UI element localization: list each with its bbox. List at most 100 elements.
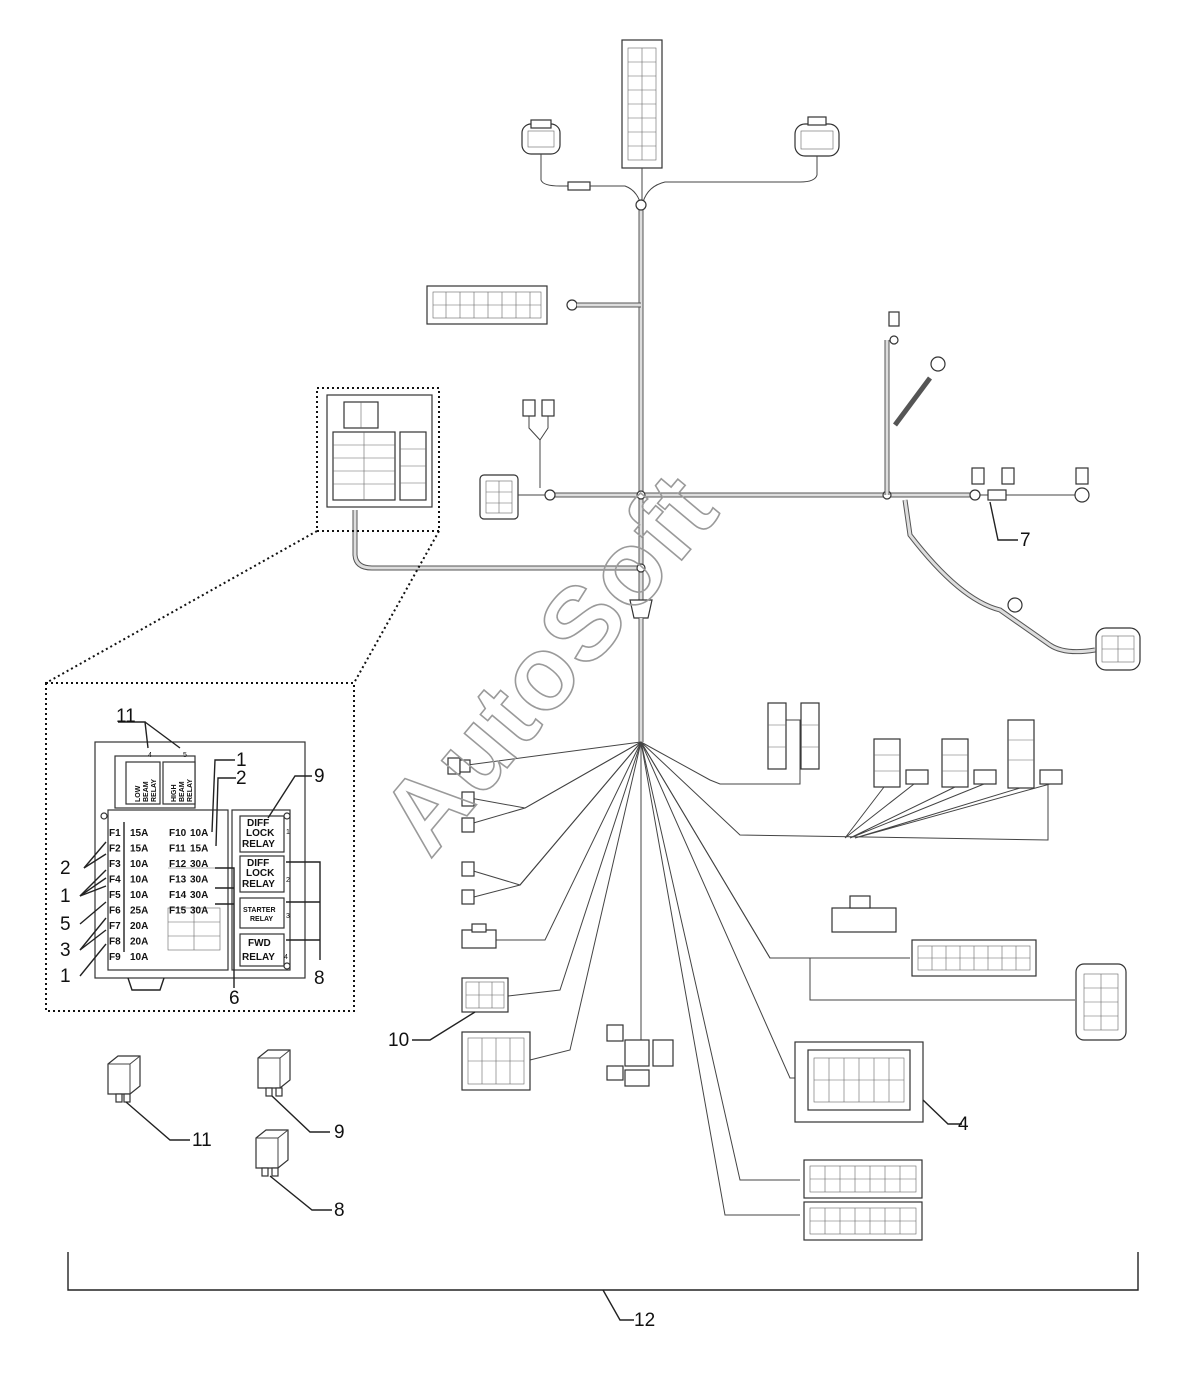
left-fuse-amp-4: 10A <box>130 890 148 901</box>
diff-lock-relay-1-line2: LOCK <box>246 828 275 839</box>
left-fuse-amp-3: 10A <box>130 875 148 886</box>
starter-relay-line2: RELAY <box>250 916 273 923</box>
right-fuse-amp-1: 15A <box>190 844 208 855</box>
middle-horizontal-harness <box>479 399 1082 520</box>
callout-2-detail-top: 2 <box>236 768 247 789</box>
fusebox-zoom-line-left <box>45 530 318 684</box>
detail-leader-lines <box>79 721 321 988</box>
left-fuse-amp-6: 20A <box>130 921 148 932</box>
right-fuse-amp-2: 30A <box>190 859 208 870</box>
callout-2-detail: 2 <box>60 858 71 879</box>
diff-lock-relay-1-number: 1 <box>286 829 290 836</box>
right-fuse-id-0: F10 <box>169 828 187 839</box>
low-beam-relay-label-3: RELAY <box>151 779 158 802</box>
fusebox-detail-frame <box>45 682 355 1012</box>
right-fuse-amp-4: 30A <box>190 890 208 901</box>
diff-lock-relay-1-line3: RELAY <box>242 839 275 850</box>
splice-top <box>635 199 647 211</box>
small-fusebox <box>326 394 433 508</box>
starter-relay-number: 3 <box>286 913 290 920</box>
left-fuse-id-5: F6 <box>109 906 121 917</box>
low-beam-relay-label: LOW <box>135 785 142 802</box>
left-fuse-amp-8: 10A <box>130 952 148 963</box>
top-left-connector <box>521 119 641 203</box>
fwd-relay-line1: FWD <box>248 938 271 949</box>
callout-1-detail-top: 1 <box>236 750 247 771</box>
low-beam-relay-number: 4 <box>148 752 152 759</box>
left-fuse-id-3: F4 <box>109 875 121 886</box>
high-beam-relay-label: HIGH <box>171 785 178 803</box>
top-lamp-connector <box>621 39 663 200</box>
left-fuse-amp-1: 15A <box>130 844 148 855</box>
leader-10 <box>412 1011 476 1041</box>
fwd-relay-number: 4 <box>284 954 288 961</box>
left-fuse-amp-7: 20A <box>130 937 148 948</box>
callout-1-detail-bottom: 1 <box>60 966 71 987</box>
low-beam-relay-label-2: BEAM <box>143 781 150 802</box>
callout-9: 9 <box>334 1122 345 1143</box>
callout-6-detail: 6 <box>229 988 240 1009</box>
left-fuse-id-2: F3 <box>109 859 121 870</box>
callout-5-detail: 5 <box>60 914 71 935</box>
relay-labels: LOW BEAM RELAY HIGH BEAM RELAY 4 5 DIFF … <box>135 752 290 963</box>
diff-lock-relay-2-line1: DIFF <box>247 858 269 869</box>
grommet <box>629 599 653 742</box>
fanout-small-plugs <box>447 757 497 949</box>
leader-7 <box>989 501 1018 541</box>
callout-1-detail-mid: 1 <box>60 886 71 907</box>
left-fuse-id-1: F2 <box>109 844 121 855</box>
diff-lock-relay-2-number: 2 <box>286 877 290 884</box>
callout-11-detail: 11 <box>116 706 136 727</box>
bottom-left-connectors <box>461 977 674 1091</box>
right-fuse-amp-5: 30A <box>190 906 208 917</box>
left-fuse-id-4: F5 <box>109 890 121 901</box>
diff-lock-relay-2-line3: RELAY <box>242 879 275 890</box>
right-fuse-id-1: F11 <box>169 844 186 855</box>
top-right-connector <box>642 116 840 203</box>
callout-4: 4 <box>958 1114 969 1135</box>
right-fuse-amp-0: 10A <box>190 828 208 839</box>
right-fuse-id-4: F14 <box>169 890 187 901</box>
upper-right-cluster <box>767 702 1063 839</box>
high-beam-relay-number: 5 <box>183 752 187 759</box>
loose-relay-9 <box>257 1049 330 1133</box>
diff-lock-relay-2-line2: LOCK <box>246 868 275 879</box>
right-fuse-id-5: F15 <box>169 906 187 917</box>
right-fuse-id-3: F13 <box>169 875 187 886</box>
callout-7: 7 <box>1020 530 1031 551</box>
fusebox-detail <box>94 741 306 991</box>
callout-8: 8 <box>334 1200 345 1221</box>
fusebox-cable <box>352 510 646 573</box>
leader-4 <box>922 1099 962 1125</box>
left-fuse-amp-2: 10A <box>130 859 148 870</box>
callout-12: 12 <box>634 1310 655 1331</box>
right-vertical-branch <box>884 311 1141 671</box>
high-beam-relay-label-2: BEAM <box>179 781 186 802</box>
left-fuse-id-7: F8 <box>109 937 121 948</box>
loose-relay-8 <box>255 1129 332 1211</box>
left-fuse-amp-0: 15A <box>130 828 148 839</box>
lower-fanout <box>459 719 1075 1216</box>
right-fuse-id-2: F12 <box>169 859 187 870</box>
callout-3-detail: 3 <box>60 940 71 961</box>
fusebox-zoom-line-right <box>353 530 440 684</box>
left-connector-305 <box>426 285 641 325</box>
fwd-relay-line2: RELAY <box>242 952 275 963</box>
left-fuse-id-0: F1 <box>109 828 121 839</box>
callout-9-detail: 9 <box>314 766 325 787</box>
fusebox-detail-frame-small <box>316 387 440 532</box>
starter-relay-line1: STARTER <box>243 907 276 914</box>
callout-8-detail: 8 <box>314 968 325 989</box>
diff-lock-relay-1-line1: DIFF <box>247 818 269 829</box>
left-fuse-id-8: F9 <box>109 952 121 963</box>
left-fuse-id-6: F7 <box>109 921 121 932</box>
left-fuse-amp-5: 25A <box>130 906 148 917</box>
leader-12 <box>602 1289 634 1321</box>
loose-relay-11 <box>107 1055 190 1141</box>
right-fuse-amp-3: 30A <box>190 875 208 886</box>
fuse-list-left: F1 15A F2 15A F3 10A F4 10A F5 10A F6 25A F7 20A F8 20A… <box>109 828 148 963</box>
callout-11: 11 <box>192 1130 212 1151</box>
